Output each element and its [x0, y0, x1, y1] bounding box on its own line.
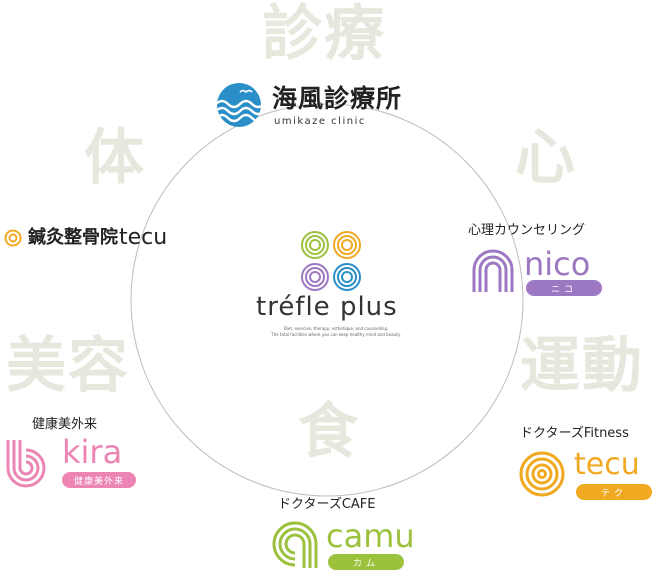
trefle-tagline-1: Diet, exercise, therapy, esthetique, and…: [283, 326, 389, 331]
category-word-kokoro: 心: [515, 123, 577, 193]
acupuncture-clinic-name: 鍼灸整骨院: [28, 227, 118, 248]
category-word-undou: 運動: [520, 331, 644, 401]
nico-logo[interactable]: nico ニコ: [470, 246, 610, 296]
acupuncture-tecu-logo[interactable]: 鍼灸整骨院 tecu: [4, 224, 214, 254]
category-word-biyou: 美容: [6, 331, 130, 401]
camu-spiral-icon: [272, 521, 318, 568]
trefle-plus-name: tréfle plus: [256, 292, 398, 322]
wave-emblem-icon: [217, 83, 261, 127]
clover-mark-icon: [301, 231, 361, 291]
category-word-shoku: 食: [298, 397, 360, 467]
fitness-spiral-icon: [519, 451, 565, 497]
category-word-shinryo: 診療: [262, 0, 386, 69]
umikaze-clinic-name: 海風診療所: [272, 84, 403, 113]
kira-logo[interactable]: kira 健康美外来: [4, 436, 144, 488]
counselling-caption: 心理カウンセリング: [468, 223, 586, 238]
fitness-brand: tecu: [574, 447, 640, 482]
nico-kana-pill: ニコ: [526, 280, 602, 296]
camu-brand: camu: [326, 517, 415, 555]
kira-brand: kira: [62, 433, 123, 471]
acupuncture-brand: tecu: [119, 225, 168, 250]
umikaze-clinic-subtitle: umikaze clinic: [274, 116, 366, 127]
cafe-caption: ドクターズCAFE: [278, 497, 376, 512]
fitness-kana-pill: テク: [576, 484, 652, 500]
camu-logo[interactable]: camu カム: [270, 518, 415, 572]
trefle-tagline-2: The total facilities where you can keep …: [271, 332, 401, 337]
nico-spiral-icon: [472, 249, 514, 292]
umikaze-clinic-logo[interactable]: 海風診療所 umikaze clinic: [216, 80, 446, 130]
fitness-caption: ドクターズFitness: [520, 426, 629, 441]
nico-brand: nico: [524, 245, 591, 283]
tecu-spiral-icon: [4, 229, 22, 247]
trefle-plus-logo[interactable]: tréfle plus Diet, exercise, therapy, est…: [246, 228, 416, 348]
fitness-tecu-logo[interactable]: tecu テク: [518, 448, 658, 502]
kira-kana-pill: 健康美外来: [62, 472, 136, 488]
beauty-caption: 健康美外来: [32, 417, 98, 432]
category-word-karada: 体: [84, 123, 146, 193]
kira-spiral-icon: [6, 440, 46, 488]
camu-kana-pill: カム: [328, 554, 404, 570]
